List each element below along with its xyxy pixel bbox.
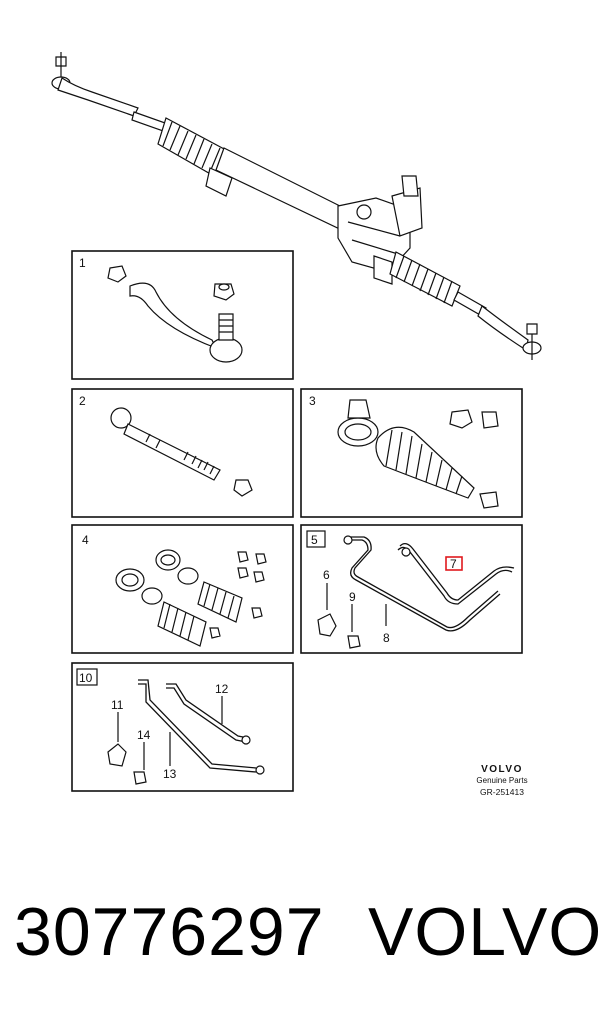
panel-3: 3	[300, 388, 523, 518]
panel-5-number: 5	[311, 533, 318, 547]
volvo-brand-mark: VOLVO Genuine Parts GR-251413	[476, 764, 527, 797]
panel-1: 1	[71, 250, 294, 380]
brand-line2: GR-251413	[480, 787, 524, 797]
panel-4: 4	[71, 524, 294, 654]
callout-14: 14	[137, 728, 151, 742]
panel-3-number: 3	[309, 394, 316, 408]
panel-10-number: 10	[79, 671, 93, 685]
callout-12: 12	[215, 682, 229, 696]
callout-6: 6	[323, 568, 330, 582]
callout-13: 13	[163, 767, 177, 781]
panel-2: 2	[71, 388, 294, 518]
callout-8: 8	[383, 631, 390, 645]
callout-7: 7	[450, 557, 457, 571]
panel-4-number: 4	[82, 533, 89, 547]
steering-rack-assembly	[51, 52, 542, 360]
brand-logo: VOLVO	[481, 764, 523, 775]
highlight-box	[445, 556, 463, 571]
make-label: VOLVO	[368, 894, 600, 970]
callout-9: 9	[349, 590, 356, 604]
panel-1-number: 1	[79, 256, 86, 270]
part-number: 30776297	[14, 894, 325, 970]
panel-10: 10 11 12 14 13	[71, 662, 294, 792]
callout-11: 11	[111, 698, 124, 712]
panel-2-number: 2	[79, 394, 86, 408]
panel-5: 5 7 6 9 8	[300, 524, 523, 654]
brand-line1: Genuine Parts	[476, 776, 527, 785]
